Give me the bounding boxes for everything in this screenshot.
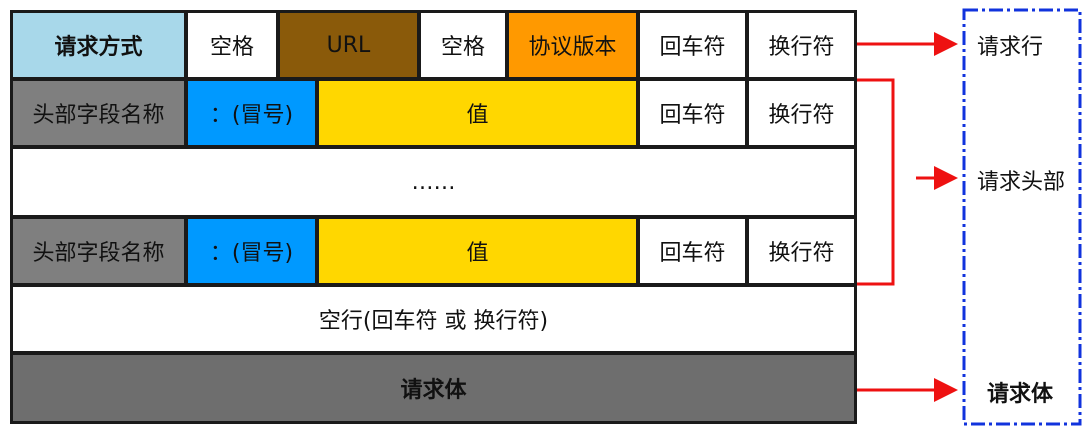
request-header-label: 请求头部 [977, 170, 1066, 195]
request-body-row: 请求体 [10, 352, 857, 424]
protocol-version-cell: 协议版本 [506, 10, 639, 80]
empty-line-row: 空行(回车符 或 换行符) [10, 284, 857, 354]
request-body-label: 请求体 [987, 382, 1054, 407]
colon-cell: ：(冒号) [185, 216, 318, 286]
carriage-return-cell: 回车符 [637, 10, 748, 80]
request-line-label: 请求行 [977, 35, 1044, 60]
space-cell: 空格 [418, 10, 508, 80]
header-field-name-cell: 头部字段名称 [10, 78, 187, 148]
carriage-return-cell: 回车符 [637, 78, 748, 148]
colon-cell: ：(冒号) [185, 78, 318, 148]
request-method-cell: 请求方式 [10, 10, 187, 80]
line-feed-cell: 换行符 [746, 10, 857, 80]
line-feed-cell: 换行符 [746, 216, 857, 286]
header-bracket [857, 78, 895, 286]
section-bracket [962, 8, 1082, 426]
